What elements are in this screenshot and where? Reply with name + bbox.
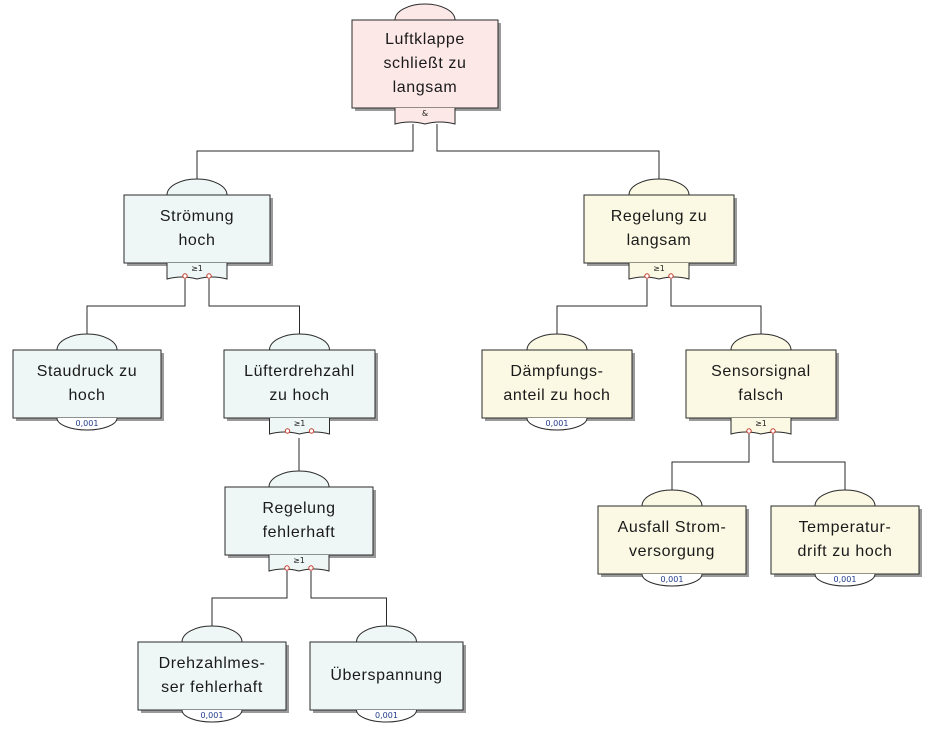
event-box (123, 194, 271, 264)
event-box (481, 349, 633, 419)
event-sensorsignal (685, 333, 839, 435)
basic-event-circle (56, 417, 118, 431)
gate-label: ≥1 (755, 419, 767, 428)
gate-symbol (268, 555, 330, 572)
basic-event-circle (814, 573, 876, 587)
connector-line (211, 571, 288, 628)
connector-line (86, 279, 186, 336)
gate-label: ≥1 (653, 264, 665, 273)
event-cap (641, 489, 703, 507)
connector-line (556, 279, 648, 336)
event-box (223, 349, 376, 419)
probability-label: 0,001 (833, 575, 857, 584)
node-layer (12, 3, 922, 723)
basic-event-circle (356, 709, 417, 723)
event-luftklappe (351, 3, 501, 125)
connector-layer (86, 124, 846, 628)
event-cap (526, 333, 588, 351)
probability-label: 0,001 (75, 419, 99, 428)
event-box (351, 19, 499, 109)
event-ausfall-stromversorgung (597, 489, 749, 587)
event-ueberspannung (309, 625, 466, 723)
gate-port-right (206, 273, 212, 279)
gate-symbol (269, 418, 330, 435)
connector-line (670, 279, 762, 336)
probability-label: 0,001 (545, 419, 569, 428)
gate-symbol (166, 263, 228, 280)
connector-line (310, 571, 387, 628)
probability-label: 0,001 (375, 711, 398, 720)
gate-port-right (770, 428, 776, 434)
gate-port-left (284, 565, 290, 571)
connector-line (436, 124, 660, 181)
gate-port-left (746, 428, 752, 434)
event-box (770, 505, 920, 575)
event-cap (268, 470, 330, 488)
gate-label: ≥1 (293, 419, 306, 428)
event-box (597, 505, 747, 575)
connector-line (772, 434, 846, 492)
event-cap (56, 333, 118, 351)
event-cap (730, 333, 792, 351)
probability-label: 0,001 (660, 575, 684, 584)
event-staudruck (12, 333, 164, 431)
event-temperaturdrift (770, 489, 922, 587)
event-cap (356, 625, 417, 643)
gate-label: & (421, 109, 429, 118)
event-cap (394, 3, 456, 21)
gate-symbol (628, 263, 690, 280)
basic-event-circle (181, 709, 243, 723)
event-box (137, 641, 287, 711)
event-box (309, 641, 464, 711)
gate-port-right (308, 565, 314, 571)
gate-port-right (308, 428, 315, 434)
gate-label: ≥1 (191, 264, 203, 273)
event-box (224, 486, 374, 556)
event-cap (166, 178, 228, 196)
event-cap (269, 333, 330, 351)
gate-symbol (394, 108, 456, 125)
event-box (12, 349, 162, 419)
event-box (583, 194, 735, 264)
event-luefterdrehzahl (223, 333, 378, 435)
probability-label: 0,001 (200, 711, 224, 720)
event-drehzahlmesser (137, 625, 289, 723)
gate-port-right (668, 273, 674, 279)
event-cap (814, 489, 876, 507)
event-regelung-fehlerhaft (224, 470, 376, 572)
connector-line (208, 279, 300, 336)
event-regelung-zu-langsam (583, 178, 737, 280)
event-cap (181, 625, 243, 643)
gate-port-left (644, 273, 650, 279)
basic-event-circle (641, 573, 703, 587)
gate-symbol (730, 418, 792, 435)
basic-event-circle (526, 417, 588, 431)
event-daempfungsanteil (481, 333, 635, 431)
event-cap (628, 178, 690, 196)
gate-label: ≥1 (293, 556, 305, 565)
connector-line (671, 434, 750, 492)
event-box (685, 349, 837, 419)
event-stroemung (123, 178, 273, 280)
gate-port-left (284, 428, 291, 434)
connector-line (196, 124, 414, 181)
gate-port-left (182, 273, 188, 279)
